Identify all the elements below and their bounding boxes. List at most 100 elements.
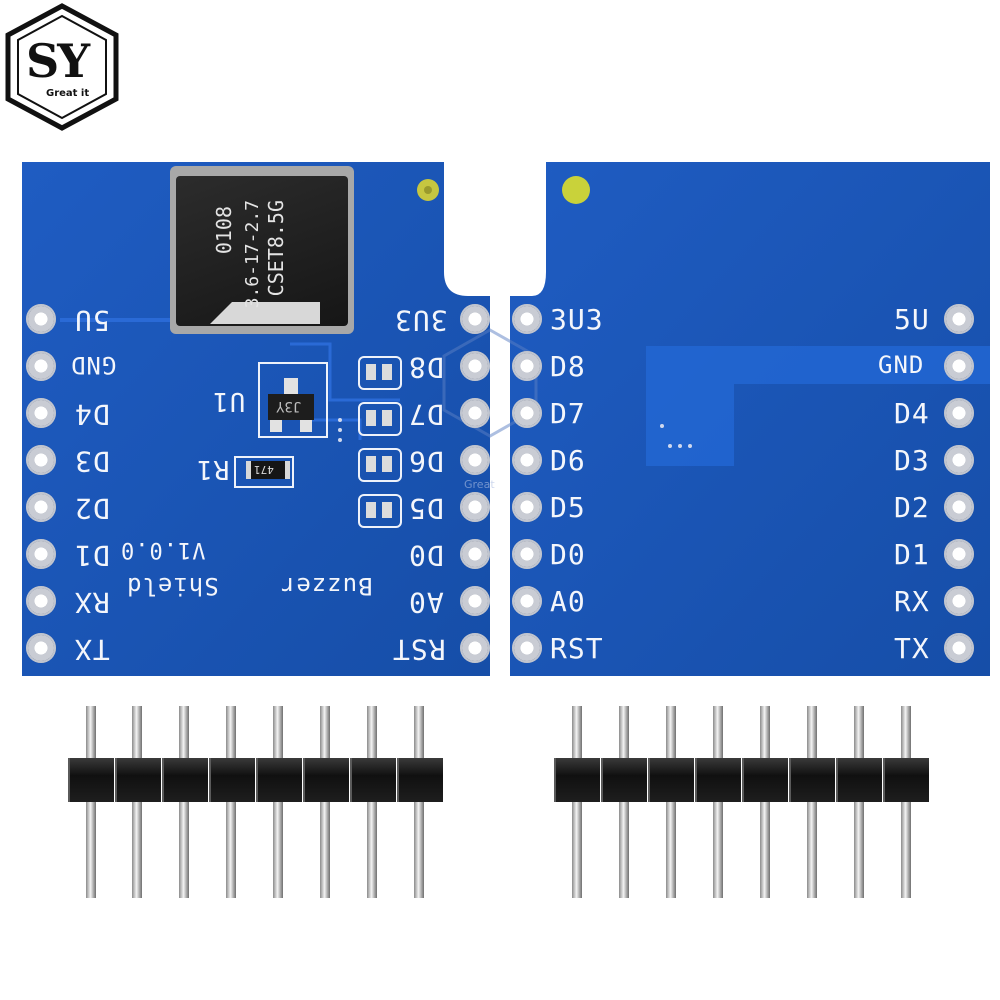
buzzer-component — [170, 166, 354, 334]
u1-chip — [268, 394, 314, 420]
board-name-buzzer: Buzzer — [280, 572, 373, 600]
front-left-label-gnd: GND — [70, 351, 117, 379]
u1-pin-br — [300, 420, 312, 432]
front-right-hole-4[interactable] — [460, 445, 490, 475]
back-left-hole-1[interactable] — [512, 304, 542, 334]
u1-pin-top — [284, 378, 298, 394]
r1-resistor — [246, 461, 290, 479]
board-name-shield: Shield — [126, 572, 219, 600]
front-left-label-tx: TX — [74, 633, 110, 666]
front-left-hole-5[interactable] — [26, 492, 56, 522]
left-header-pin-1 — [86, 706, 96, 898]
back-left-hole-4[interactable] — [512, 445, 542, 475]
back-left-hole-7[interactable] — [512, 586, 542, 616]
back-left-hole-6[interactable] — [512, 539, 542, 569]
front-left-label-d1: D1 — [74, 539, 110, 572]
back-left-hole-2[interactable] — [512, 351, 542, 381]
jumper-d8[interactable] — [358, 356, 402, 390]
front-right-hole-1[interactable] — [460, 304, 490, 334]
hexagon-logo-icon — [5, 3, 119, 131]
jumper-d6[interactable] — [358, 448, 402, 482]
buzzer-marking-3: 0108 — [212, 206, 236, 255]
back-right-hole-6[interactable] — [944, 539, 974, 569]
back-right-hole-2[interactable] — [944, 351, 974, 381]
back-right-hole-3[interactable] — [944, 398, 974, 428]
board-version: V1.0.0 — [120, 537, 206, 562]
right-header-pin-6 — [807, 706, 817, 898]
back-left-hole-3[interactable] — [512, 398, 542, 428]
front-left-hole-3[interactable] — [26, 398, 56, 428]
left-header-pin-8 — [414, 706, 424, 898]
jumper-d5[interactable] — [358, 494, 402, 528]
r1-outline — [234, 456, 294, 488]
right-pin-header[interactable] — [554, 758, 929, 802]
right-header-pin-7 — [854, 706, 864, 898]
front-right-label-rst: RST — [392, 633, 446, 666]
buzzer-marking-2: 3.6-17-2.7 — [242, 200, 263, 309]
right-header-pin-2 — [619, 706, 629, 898]
right-header-pin-5 — [760, 706, 770, 898]
front-right-label-d5: D5 — [408, 492, 444, 525]
front-right-hole-3[interactable] — [460, 398, 490, 428]
front-right-label-d0: D0 — [408, 539, 444, 572]
left-header-pin-5 — [273, 706, 283, 898]
left-header-pin-4 — [226, 706, 236, 898]
front-right-hole-2[interactable] — [460, 351, 490, 381]
front-left-hole-1[interactable] — [26, 304, 56, 334]
right-header-pin-8 — [901, 706, 911, 898]
back-right-hole-8[interactable] — [944, 633, 974, 663]
front-left-hole-8[interactable] — [26, 633, 56, 663]
front-left-label-5u: 5U — [74, 304, 110, 337]
logo-letters: SY — [26, 34, 90, 88]
left-header-pin-6 — [320, 706, 330, 898]
back-copper-pour — [646, 346, 990, 466]
front-left-hole-2[interactable] — [26, 351, 56, 381]
back-left-label-a0: A0 — [550, 585, 586, 618]
jumper-d7[interactable] — [358, 402, 402, 436]
right-header-pin-4 — [713, 706, 723, 898]
front-right-hole-8[interactable] — [460, 633, 490, 663]
front-right-label-d6: D6 — [408, 445, 444, 478]
front-left-hole-6[interactable] — [26, 539, 56, 569]
r1-label: R1 — [196, 454, 230, 484]
buzzer-marking-1: CSET8.5G — [264, 200, 288, 297]
back-left-hole-5[interactable] — [512, 492, 542, 522]
left-header-pin-2 — [132, 706, 142, 898]
u1-marking: J3Y — [276, 398, 302, 414]
back-right-label-d2: D2 — [894, 491, 930, 524]
front-right-hole-7[interactable] — [460, 586, 490, 616]
front-right-label-3u3: 3U3 — [394, 304, 448, 337]
back-left-label-d5: D5 — [550, 491, 586, 524]
front-left-hole-7[interactable] — [26, 586, 56, 616]
right-header-pin-3 — [666, 706, 676, 898]
r1-marking: 471 — [254, 463, 274, 476]
logo-tagline: Great it — [46, 88, 90, 99]
back-right-hole-1[interactable] — [944, 304, 974, 334]
front-right-hole-6[interactable] — [460, 539, 490, 569]
front-right-label-d7: D7 — [408, 398, 444, 431]
u1-outline — [258, 362, 328, 438]
left-header-pin-7 — [367, 706, 377, 898]
back-left-hole-8[interactable] — [512, 633, 542, 663]
back-left-label-d0: D0 — [550, 538, 586, 571]
back-left-label-d6: D6 — [550, 444, 586, 477]
back-right-hole-7[interactable] — [944, 586, 974, 616]
front-right-label-d8: D8 — [408, 351, 444, 384]
front-left-label-rx: RX — [74, 586, 110, 619]
back-right-hole-4[interactable] — [944, 445, 974, 475]
front-left-hole-4[interactable] — [26, 445, 56, 475]
back-left-label-rst: RST — [550, 632, 604, 665]
front-right-hole-5[interactable] — [460, 492, 490, 522]
front-right-label-a0: A0 — [408, 586, 444, 619]
back-right-hole-5[interactable] — [944, 492, 974, 522]
back-right-label-rx: RX — [894, 585, 930, 618]
buzzer-tab-white — [210, 302, 320, 324]
back-right-label-d3: D3 — [894, 444, 930, 477]
back-right-label-d1: D1 — [894, 538, 930, 571]
front-left-label-d2: D2 — [74, 492, 110, 525]
back-right-label-tx: TX — [894, 632, 930, 665]
front-pcb — [22, 162, 490, 676]
left-pin-header[interactable] — [68, 758, 443, 802]
u1-label: U1 — [212, 386, 246, 416]
